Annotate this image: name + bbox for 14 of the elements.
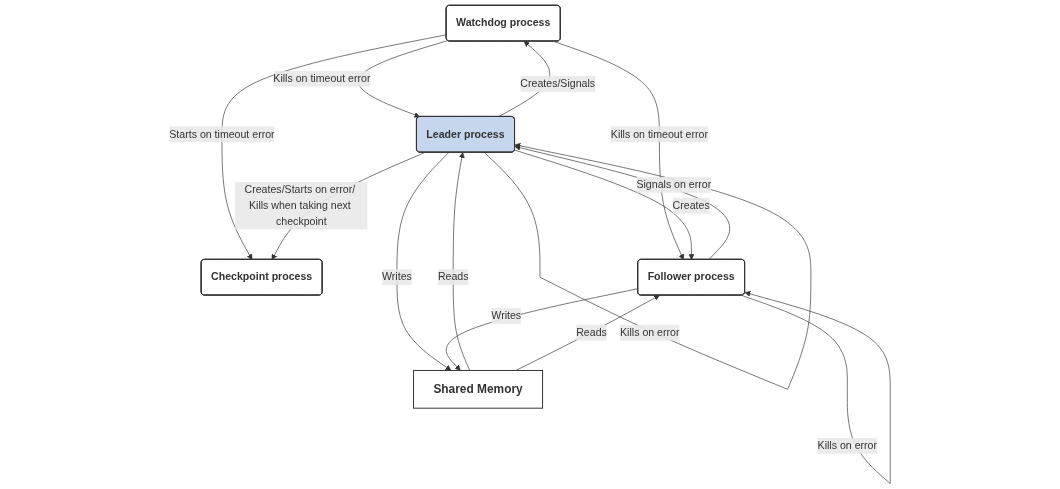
edge-label: Kills on timeout error (273, 72, 371, 85)
edge-label: Kills on error (620, 326, 680, 339)
node-box: Shared Memory (413, 369, 544, 409)
edge-label: Starts on timeout error (169, 128, 275, 140)
edge-label: Signals on error (636, 178, 712, 191)
edge-label: Reads (576, 326, 608, 339)
edge-label: Kills on timeout error (611, 128, 709, 140)
edge-label: Reads (438, 271, 469, 283)
edge-label: Kills on error (817, 439, 878, 452)
edge-label: Writes (491, 310, 522, 322)
edge-label: Creates/Starts on error/ Kills when taking next checkpoint (244, 183, 356, 227)
edge-label: Creates (672, 199, 710, 212)
edge-label: Creates/Signals (520, 77, 596, 90)
edge-label: Writes (382, 271, 413, 283)
